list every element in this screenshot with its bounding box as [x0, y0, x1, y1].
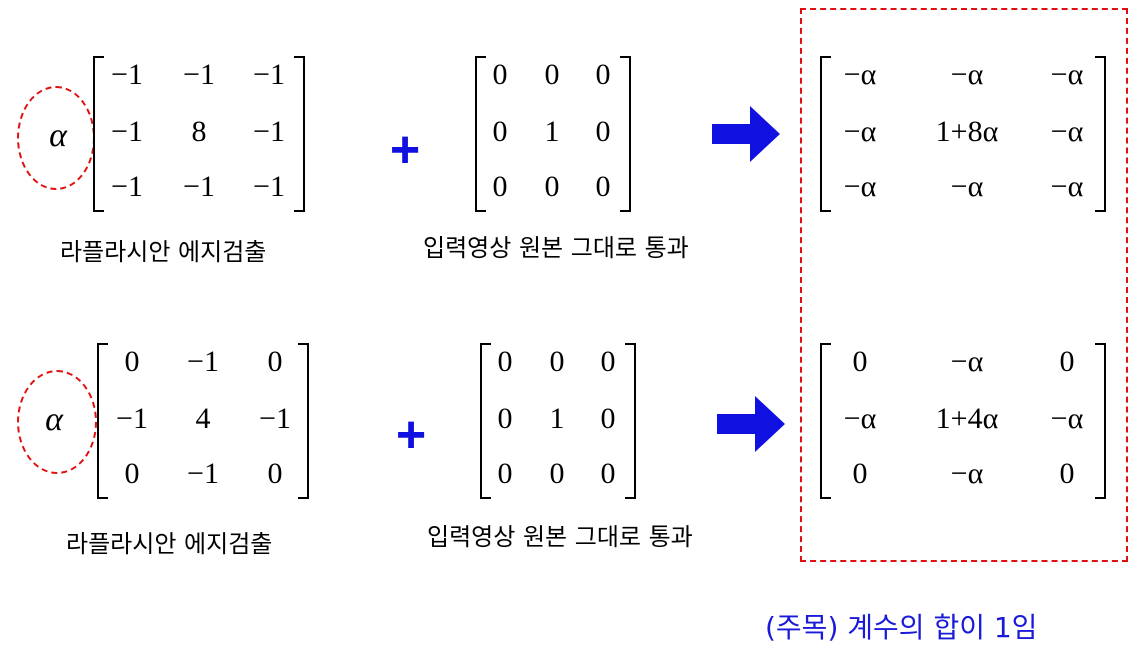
- laplacian-matrix: −1 −1 −1 −1 8 −1 −1 −1 −1: [93, 56, 305, 212]
- matrix-cell: −1: [183, 58, 215, 91]
- matrix-cell: 0: [492, 170, 508, 203]
- matrix-cell: 0: [1059, 457, 1075, 490]
- matrix-cell: 0: [852, 345, 868, 378]
- matrix-cell: 1: [544, 115, 560, 148]
- laplacian-matrix: 0 −1 0 −1 4 −1 0 −1 0: [97, 343, 309, 499]
- identity-caption: 입력영상 원본 그대로 통과: [423, 234, 689, 262]
- result-matrix: 0 −α 0 −α 1+4α −α 0 −α 0: [820, 343, 1106, 499]
- matrix-cell: 0: [497, 345, 513, 378]
- right-bracket: [1095, 56, 1106, 212]
- matrix-cell: −α: [843, 58, 877, 91]
- matrix-cell: 0: [267, 345, 283, 378]
- left-bracket: [475, 56, 486, 212]
- matrix-cell: −1: [111, 170, 143, 203]
- matrix-cell: −1: [111, 58, 143, 91]
- matrix-cell: −α: [950, 58, 984, 91]
- laplacian-caption: 라플라시안 에지검출: [66, 530, 273, 558]
- matrix-cell: −1: [116, 402, 148, 435]
- matrix-cell: 0: [600, 402, 616, 435]
- right-bracket: [620, 56, 631, 212]
- matrix-cell: −α: [843, 115, 877, 148]
- alpha-highlight-circle: [17, 370, 97, 474]
- matrix-cell: 0: [595, 58, 611, 91]
- right-bracket: [294, 56, 305, 212]
- matrix-cell: 0: [600, 457, 616, 490]
- left-bracket: [820, 343, 831, 499]
- right-arrow-icon: [712, 106, 780, 162]
- matrix-cell: −α: [950, 457, 984, 490]
- matrix-cell: −1: [187, 457, 219, 490]
- matrix-cell: 0: [595, 170, 611, 203]
- matrix-cell: 0: [492, 115, 508, 148]
- matrix-cell: 0: [124, 457, 140, 490]
- matrix-cell: −1: [253, 58, 285, 91]
- matrix-cell: 0: [124, 345, 140, 378]
- right-bracket: [625, 343, 636, 499]
- matrix-cell: −1: [253, 115, 285, 148]
- right-bracket: [1095, 343, 1106, 499]
- matrix-cell: −α: [1050, 58, 1084, 91]
- matrix-cell: 1+8α: [935, 115, 999, 148]
- matrix-cell: −α: [1050, 402, 1084, 435]
- right-arrow-icon: [717, 396, 785, 452]
- matrix-cell: 0: [549, 345, 565, 378]
- matrix-cell: −α: [843, 402, 877, 435]
- matrix-cell: 1+4α: [935, 402, 999, 435]
- matrix-cell: 0: [267, 457, 283, 490]
- laplacian-caption: 라플라시안 에지검출: [60, 238, 267, 266]
- left-bracket: [480, 343, 491, 499]
- matrix-cell: −α: [843, 170, 877, 203]
- sum-note: (주목) 계수의 합이 1임: [765, 611, 1038, 644]
- matrix-cell: −α: [950, 345, 984, 378]
- matrix-cell: 0: [549, 457, 565, 490]
- alpha-coefficient: α: [45, 401, 63, 438]
- matrix-cell: −1: [259, 402, 291, 435]
- result-highlight-box: [800, 8, 1128, 562]
- matrix-cell: 1: [549, 402, 565, 435]
- matrix-cell: 8: [191, 115, 207, 148]
- matrix-cell: −1: [253, 170, 285, 203]
- plus-sign: +: [395, 406, 427, 464]
- matrix-cell: 0: [544, 170, 560, 203]
- matrix-cell: −1: [111, 115, 143, 148]
- matrix-cell: 0: [492, 58, 508, 91]
- matrix-cell: 4: [195, 402, 211, 435]
- matrix-cell: 0: [1059, 345, 1075, 378]
- matrix-cell: 0: [497, 457, 513, 490]
- matrix-cell: 0: [497, 402, 513, 435]
- identity-matrix: 0 0 0 0 1 0 0 0 0: [475, 56, 631, 212]
- matrix-cell: 0: [544, 58, 560, 91]
- left-bracket: [97, 343, 108, 499]
- identity-matrix: 0 0 0 0 1 0 0 0 0: [480, 343, 636, 499]
- result-matrix: −α −α −α −α 1+8α −α −α −α −α: [820, 56, 1106, 212]
- identity-caption: 입력영상 원본 그대로 통과: [427, 523, 693, 551]
- matrix-cell: −1: [187, 345, 219, 378]
- matrix-cell: 0: [600, 345, 616, 378]
- left-bracket: [820, 56, 831, 212]
- matrix-cell: 0: [852, 457, 868, 490]
- matrix-cell: −α: [1050, 115, 1084, 148]
- matrix-cell: 0: [595, 115, 611, 148]
- alpha-coefficient: α: [49, 117, 67, 154]
- matrix-cell: −α: [950, 170, 984, 203]
- right-bracket: [298, 343, 309, 499]
- plus-sign: +: [389, 121, 421, 179]
- matrix-cell: −1: [183, 170, 215, 203]
- matrix-cell: −α: [1050, 170, 1084, 203]
- left-bracket: [93, 56, 104, 212]
